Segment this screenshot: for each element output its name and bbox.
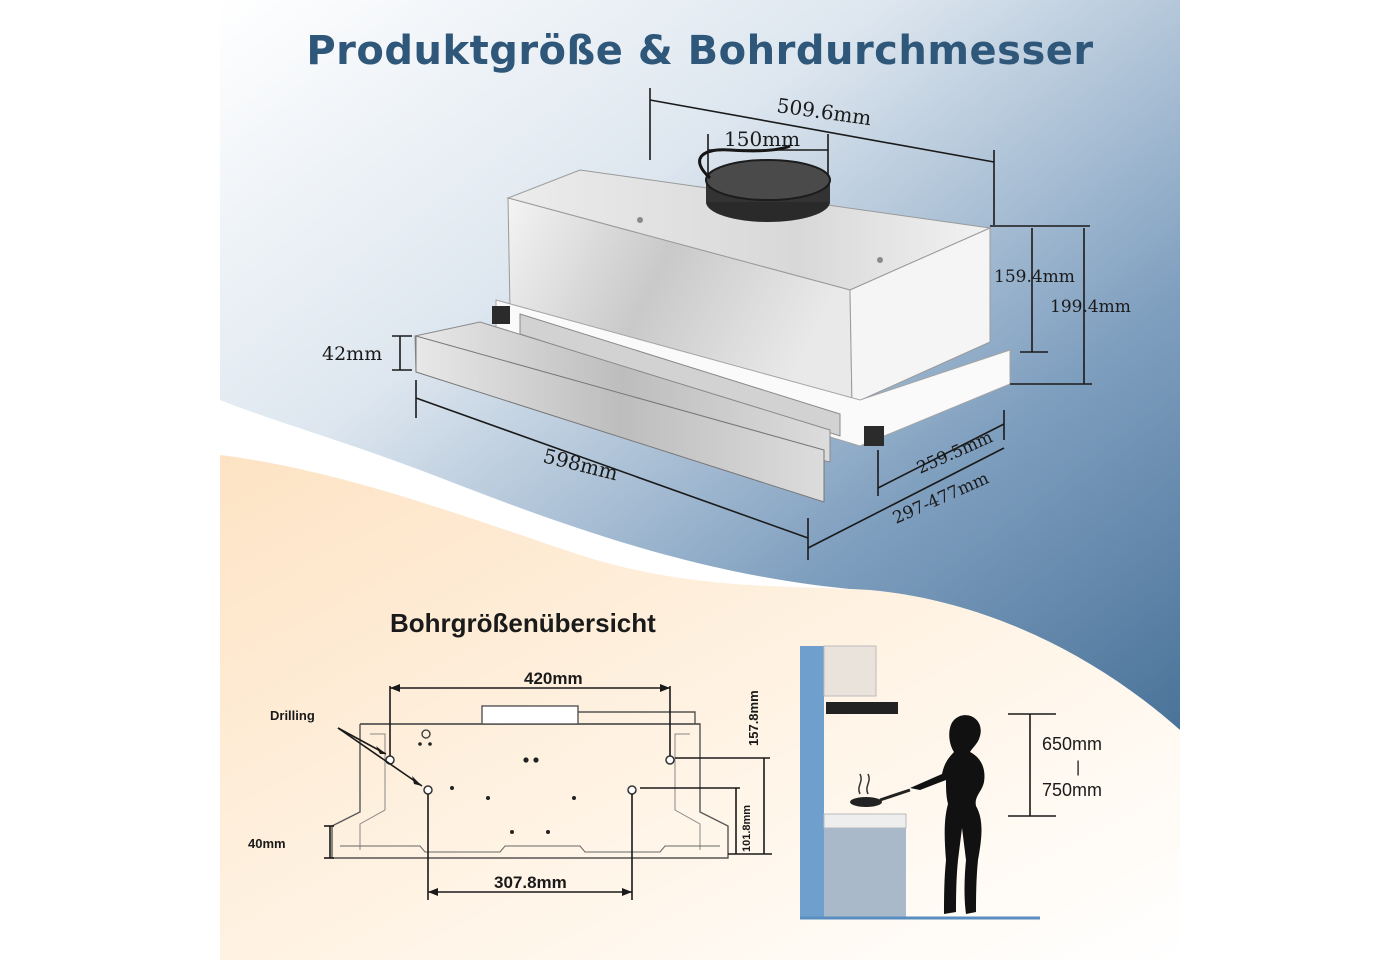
inner-frame-right <box>674 733 701 850</box>
wall-cabinet <box>823 645 877 697</box>
installation-scene: 650mm | 750mm <box>800 645 1102 920</box>
drilling-diagram: 420mm 307.8mm 157.8mm 101.8mm 40mm Drill… <box>248 669 772 900</box>
illustration: 509.6mm 150mm 159.4mm 199.4mm 42mm 598mm… <box>220 0 1180 960</box>
countertop <box>823 813 907 829</box>
mount-dot <box>486 796 490 800</box>
fan-screw <box>421 729 431 739</box>
cream-background <box>220 455 1180 960</box>
switch-left <box>492 306 510 324</box>
image-panel: 509.6mm 150mm 159.4mm 199.4mm 42mm 598mm… <box>220 0 1180 960</box>
inner-frame-left <box>359 733 386 850</box>
mount-dot <box>533 757 539 763</box>
mount-dot <box>572 796 576 800</box>
dim-height-inner: 159.4mm <box>994 267 1075 287</box>
duct-collar-top <box>705 159 831 201</box>
install-separator: | <box>1076 759 1080 776</box>
hood-side-face <box>849 227 991 405</box>
fan-screw <box>428 742 432 746</box>
mount-dot <box>523 757 529 763</box>
dim-duct-diameter: 150mm <box>724 127 800 151</box>
page-title: Produktgröße & Bohrdurchmesser <box>306 28 1094 74</box>
drill-hole-top-right <box>665 755 675 765</box>
top-screw <box>877 257 883 263</box>
install-height-max: 750mm <box>1042 780 1102 800</box>
pan <box>850 797 882 807</box>
wall <box>800 646 824 918</box>
top-screw <box>637 217 643 223</box>
dim-bottom-step: 40mm <box>248 836 286 851</box>
front-panel-face <box>415 335 825 503</box>
install-height-min: 650mm <box>1042 734 1102 754</box>
hood-body-outline <box>331 723 729 859</box>
dim-height-top-holes: 157.8mm <box>746 690 761 746</box>
fan-screw <box>418 742 422 746</box>
base-cabinet <box>824 828 906 918</box>
dim-height-total: 199.4mm <box>1050 297 1131 317</box>
mount-dot <box>450 786 454 790</box>
installed-hood <box>826 702 898 714</box>
drilling-section-title: Bohrgrößenübersicht <box>390 608 656 638</box>
pan-handle <box>879 788 911 802</box>
person-silhouette <box>910 715 985 914</box>
drill-hole-bottom-right <box>627 785 637 795</box>
drilling-callout: Drilling <box>270 708 315 723</box>
duct-outlet <box>481 705 579 725</box>
range-hood <box>414 144 1011 503</box>
switch-right <box>864 426 884 446</box>
dim-hole-spacing-top: 420mm <box>524 669 583 688</box>
slide-rail <box>519 313 841 437</box>
dim-front-panel: 42mm <box>322 343 382 365</box>
mount-dot <box>546 830 550 834</box>
drill-hole-bottom-left <box>423 785 433 795</box>
dim-hole-spacing-bottom: 307.8mm <box>494 873 567 892</box>
steam <box>858 773 870 795</box>
bottom-outline <box>340 845 720 853</box>
dim-height-bottom-holes: 101.8mm <box>741 805 753 852</box>
mount-dot <box>510 830 514 834</box>
